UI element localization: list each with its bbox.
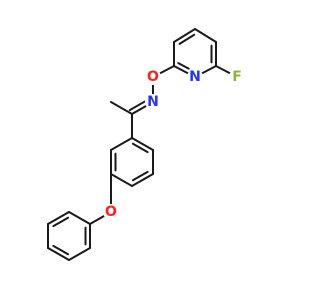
atom-label-ether-oxygen: O (105, 204, 117, 220)
bond-line (173, 65, 190, 75)
atom-O-ether: O (103, 204, 119, 220)
atom-F: F (229, 69, 245, 85)
bond-line (68, 247, 91, 261)
bond-line (52, 216, 70, 228)
bond-line (47, 211, 70, 225)
bond-line (47, 247, 70, 261)
bond-line (177, 62, 190, 70)
bond-line (178, 33, 196, 45)
bond-line (131, 142, 149, 154)
molecule-structure: F N O N O (47, 28, 245, 261)
atom-label-oxime-oxygen: O (147, 69, 159, 85)
bond-line (68, 211, 91, 225)
bond-line (215, 65, 231, 75)
bond-line (52, 244, 70, 256)
atom-label-fluorine: F (232, 69, 242, 85)
bond-line (131, 137, 154, 151)
bond-line (158, 65, 175, 75)
atom-label-oxime-nitrogen: N (147, 94, 159, 110)
bond-line (200, 65, 217, 75)
atom-layer: F N O N O (103, 69, 245, 220)
bond-line (110, 137, 133, 151)
bond-line (128, 100, 146, 112)
atom-N-oxime: N (145, 94, 161, 110)
bond-line (110, 173, 133, 187)
atom-O-oxime: O (145, 69, 161, 85)
bond-line (173, 28, 196, 43)
bond-line (110, 101, 133, 115)
bond-line (131, 104, 148, 115)
atom-label-pyridine-nitrogen: N (189, 69, 201, 85)
bond-line (131, 170, 149, 182)
bond-layer (47, 28, 231, 261)
bond-line (131, 173, 154, 187)
bond-line (194, 28, 217, 43)
bond-line (89, 214, 106, 225)
atom-N-pyridine: N (187, 69, 203, 85)
